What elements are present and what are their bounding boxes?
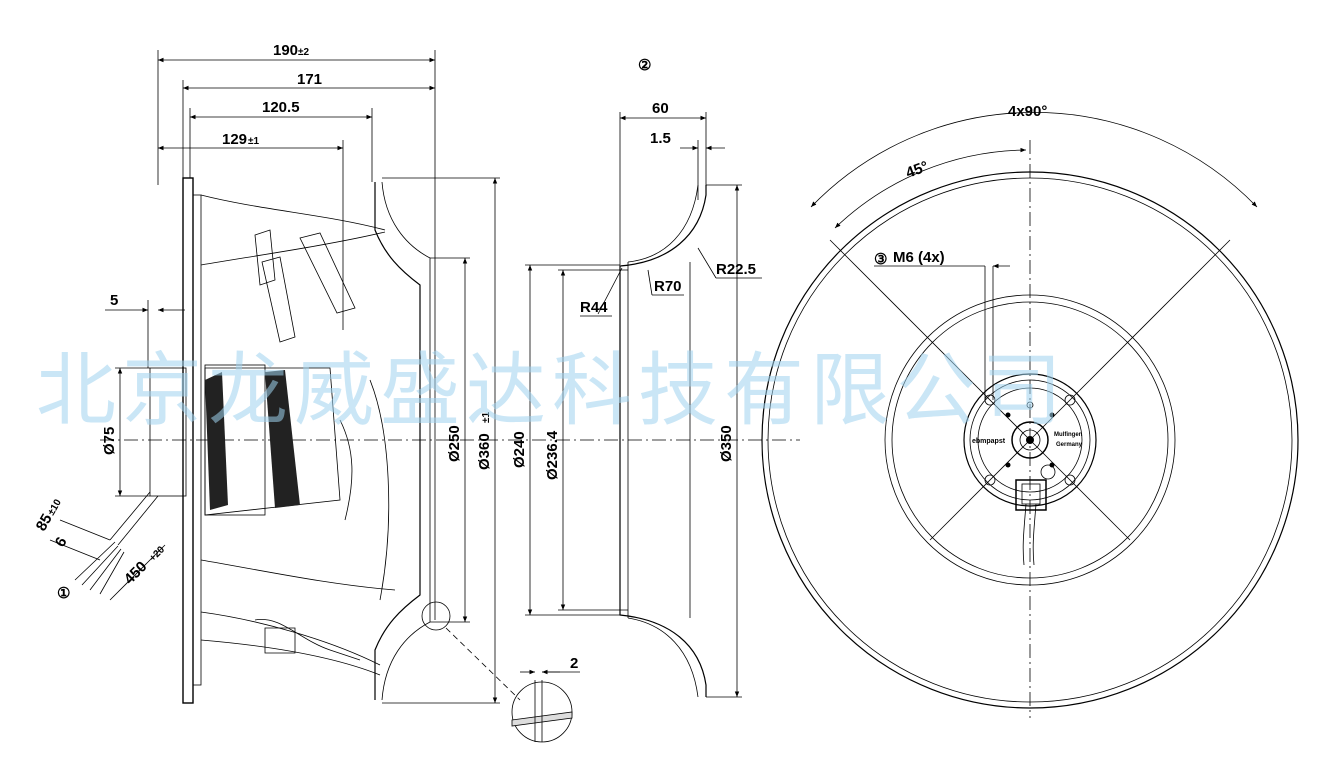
dim-120-5: 120.5 [262, 99, 300, 116]
angle-45: 45° [904, 158, 931, 182]
dim-190-tol: ±2 [298, 47, 309, 58]
cable-450-tol: +20 [147, 544, 167, 564]
brand-label: ebmpapst [972, 438, 1006, 445]
germany-label: Germany [1056, 442, 1083, 448]
callout-1: ① [57, 585, 70, 602]
dim-d360: Ø360 [476, 433, 493, 470]
detail-dim-2: 2 [570, 655, 578, 672]
front-view: 4x90° 45° ③ M6 (4x) ebmpapst [761, 103, 1299, 718]
cable-85-tol: ±10 [46, 497, 64, 517]
dim-d236: Ø236.4 [544, 430, 561, 480]
cable-6: 6 [52, 534, 71, 550]
radius-r44: R44 [580, 299, 608, 316]
radius-r22-5: R22.5 [716, 261, 756, 278]
radius-r70: R70 [654, 278, 682, 295]
dim-171: 171 [297, 71, 322, 88]
angle-4x90: 4x90° [1008, 103, 1047, 120]
dim-129-tol: ±1 [248, 136, 259, 147]
dim-60: 60 [652, 100, 669, 117]
callout-2: ② [638, 57, 651, 74]
dim-5: 5 [110, 292, 118, 309]
detail-view: 2 [511, 655, 580, 743]
mulfingen-label: Mulfingen [1054, 432, 1083, 438]
thread-m6: M6 (4x) [893, 249, 945, 266]
nozzle-view: ② 60 1.5 Ø240 Ø236.4 Ø350 R44 R70 [511, 57, 762, 698]
motor-hub: ebmpapst Mulfingen Germany [963, 373, 1097, 566]
callout-3: ③ [874, 251, 887, 268]
cable-85: 85 [33, 511, 56, 534]
dim-d75: Ø75 [101, 427, 118, 455]
dim-d240: Ø240 [511, 431, 528, 468]
dim-d360-tol: ±1 [481, 412, 492, 423]
dim-d350: Ø350 [718, 425, 735, 462]
dim-1-5: 1.5 [650, 130, 671, 147]
watermark-text: 北京龙威盛达科技有限公司 [36, 344, 1068, 437]
dim-d250: Ø250 [446, 425, 463, 462]
dim-190: 190 [273, 42, 298, 59]
cable-450: 450 [121, 558, 151, 588]
dim-129: 129 [222, 131, 247, 148]
